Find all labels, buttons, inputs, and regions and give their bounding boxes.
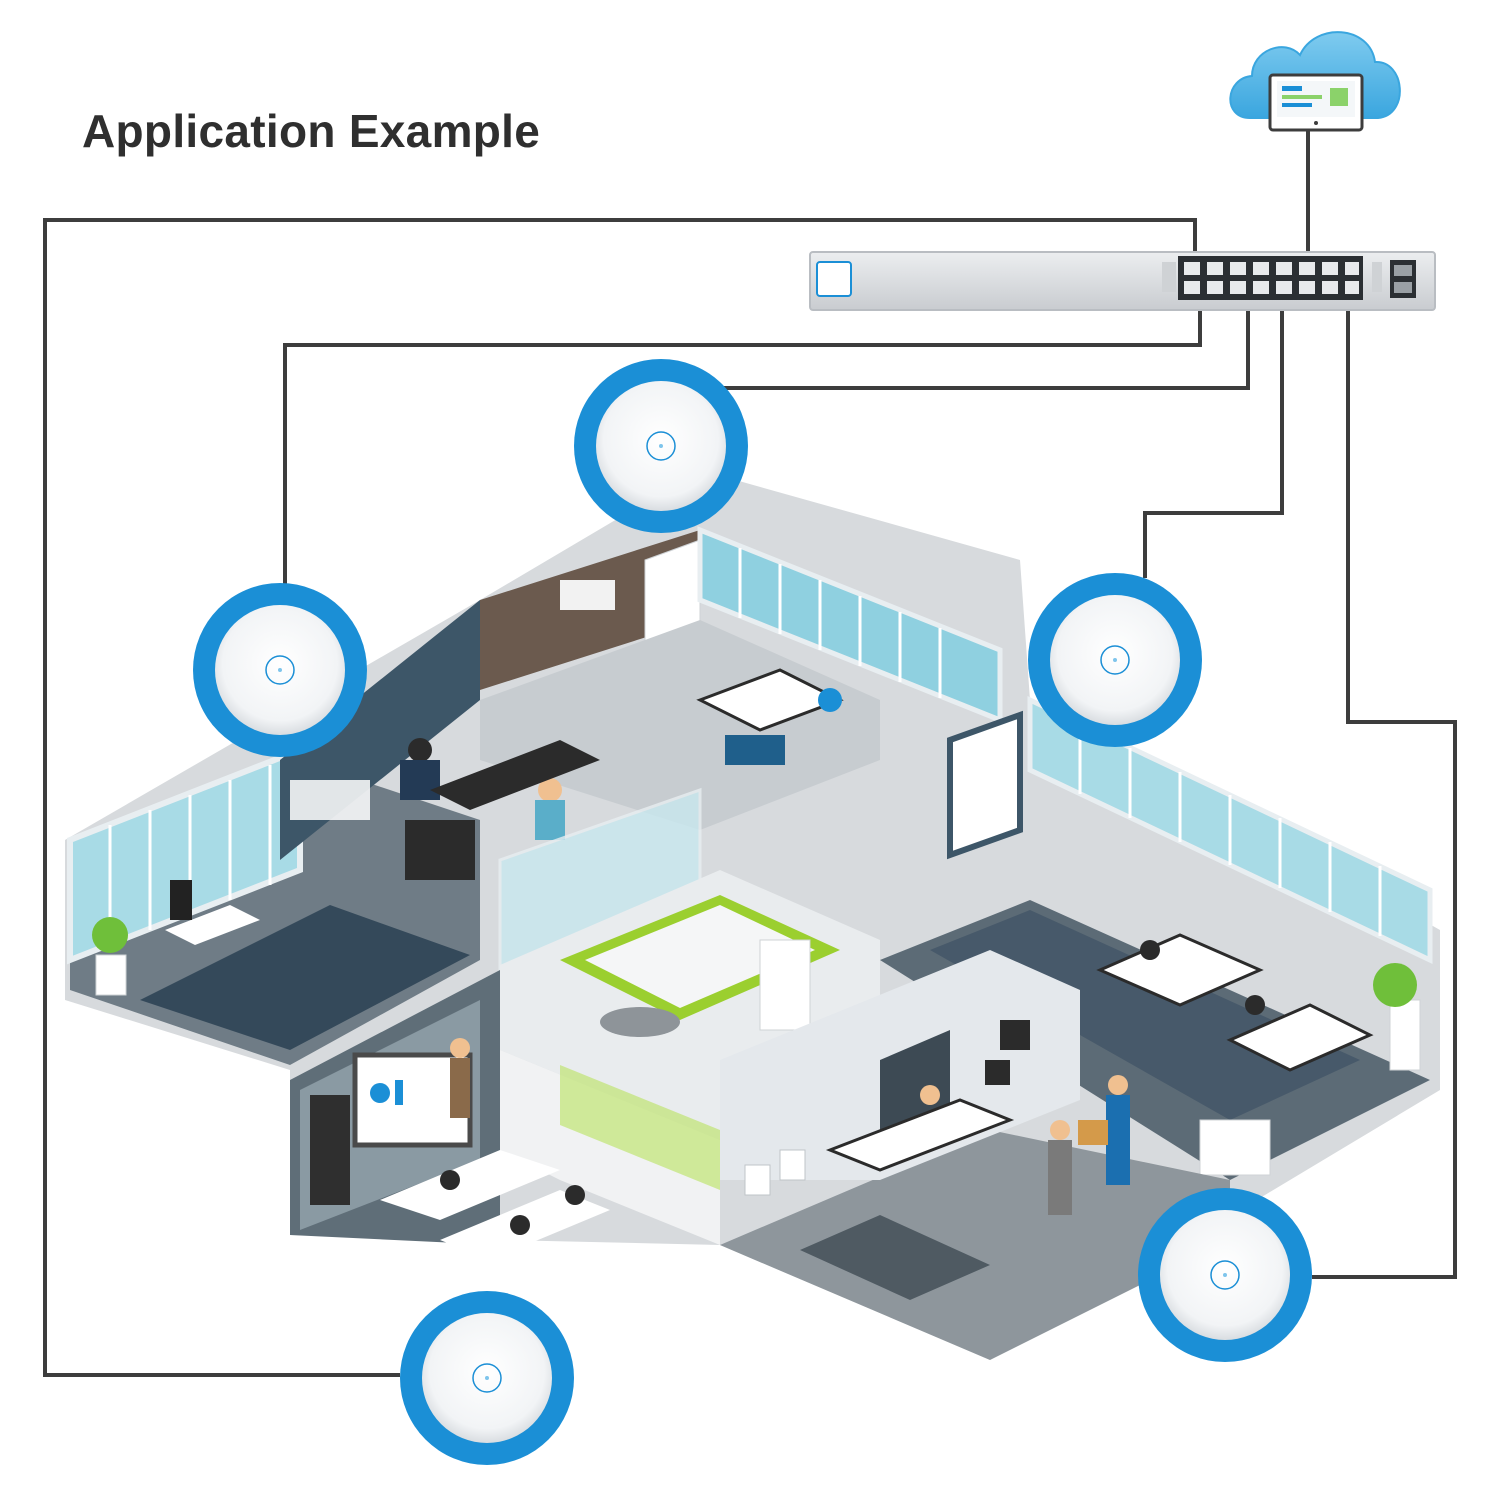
ap-5: [1138, 1188, 1312, 1362]
cloud-controller-icon: [1229, 31, 1401, 132]
page-title: Application Example: [82, 105, 541, 157]
office-floor-plan: [65, 470, 1440, 1360]
cable-ap-right: [1143, 300, 1284, 578]
poe-switch-icon: [809, 251, 1436, 311]
cable-ap-left: [283, 300, 1202, 585]
cable-ap-top: [722, 300, 1250, 390]
ap-3: [1028, 573, 1202, 747]
cable-ap-bottom-left: [43, 218, 1197, 1377]
ap-4: [400, 1291, 574, 1465]
cable-ap-bottom-right: [1312, 300, 1457, 1279]
ap-2: [193, 583, 367, 757]
ap-1: [574, 359, 748, 533]
network-cables: [43, 128, 1457, 1377]
